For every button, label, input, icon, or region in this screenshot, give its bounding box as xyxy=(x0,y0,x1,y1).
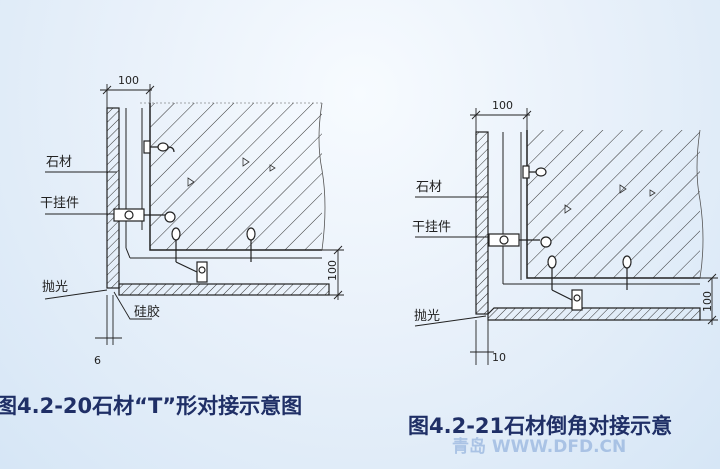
label-stone-left: 石材 xyxy=(46,155,72,170)
dim-top-left-label: 100 xyxy=(118,74,139,87)
label-polish-left: 抛光 xyxy=(42,280,68,295)
label-silicone-left: 硅胶 xyxy=(134,304,160,320)
anchor-left-5 xyxy=(175,261,208,283)
stone-slab-horizontal-right xyxy=(487,307,701,321)
stone-slab-vertical-right xyxy=(475,131,489,315)
label-hanger-left: 干挂件 xyxy=(40,196,79,211)
stone-slab-horizontal-left xyxy=(118,283,330,296)
concrete-block-right xyxy=(527,130,700,278)
figure-right: 100 100 10 石材 干挂件 抛光 xyxy=(412,99,718,365)
dim-bottom-right xyxy=(470,320,494,365)
anchor-right-3 xyxy=(547,255,557,290)
dim-side-right xyxy=(700,273,718,325)
dim-side-right-label: 100 xyxy=(701,291,714,312)
concrete-block-left xyxy=(150,103,322,250)
dim-top-left xyxy=(100,84,155,108)
dim-bottom-left xyxy=(95,295,122,345)
anchor-right-5 xyxy=(551,289,583,311)
anchor-right-4 xyxy=(622,255,632,290)
dim-top-right-label: 100 xyxy=(492,99,513,112)
label-polish-right: 抛光 xyxy=(414,309,440,324)
anchor-left-1 xyxy=(143,140,175,154)
anchor-right-1 xyxy=(522,165,547,179)
dim-bottom-right-label: 10 xyxy=(492,351,506,364)
label-stone-right: 石材 xyxy=(416,180,442,195)
watermark: 青岛 WWW.DFD.CN xyxy=(452,436,626,457)
label-hanger-right: 干挂件 xyxy=(412,220,451,235)
anchor-left-2 xyxy=(113,208,176,223)
dim-side-left-label: 100 xyxy=(326,260,339,281)
figure-left: 100 100 6 石材 干挂件 抛光 硅胶 xyxy=(40,74,344,367)
dim-bottom-left-label: 6 xyxy=(94,354,101,367)
anchor-right-2 xyxy=(488,233,552,248)
dim-side-left xyxy=(322,245,344,300)
anchor-left-3 xyxy=(171,227,181,262)
stone-slab-vertical-left xyxy=(106,107,120,289)
caption-right: 图4.2-21石材倒角对接示意 xyxy=(408,414,672,438)
anchor-left-4 xyxy=(246,227,256,262)
caption-left: 图4.2-20石材“T”形对接示意图 xyxy=(0,394,302,418)
dim-top-right xyxy=(470,108,532,132)
